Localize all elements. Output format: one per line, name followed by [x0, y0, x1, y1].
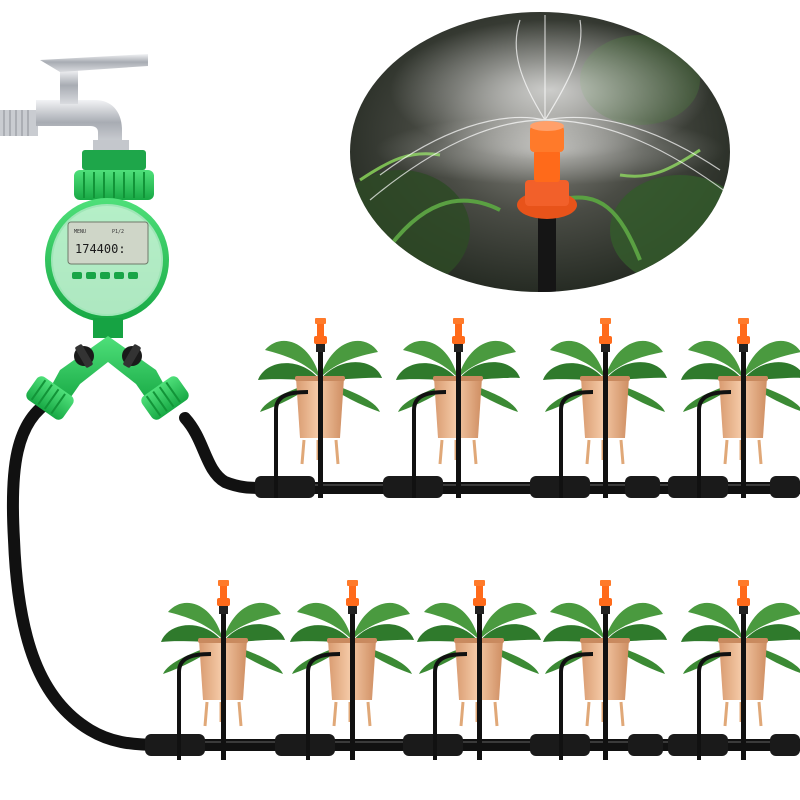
upper-plant-row — [256, 316, 800, 500]
inset-sprinkler-photo — [350, 12, 730, 292]
lcd-label-right: P1/2 — [112, 229, 124, 235]
timer-buttons[interactable] — [72, 272, 138, 279]
timer-lcd-screen — [67, 221, 149, 265]
lower-plant-row — [159, 578, 800, 762]
lcd-label-left: MENU — [74, 229, 86, 235]
lcd-readout: 174400: — [75, 242, 126, 256]
faucet — [0, 54, 148, 154]
water-timer: MENU P1/2 174400: — [26, 150, 189, 420]
hose-network — [6, 394, 800, 751]
